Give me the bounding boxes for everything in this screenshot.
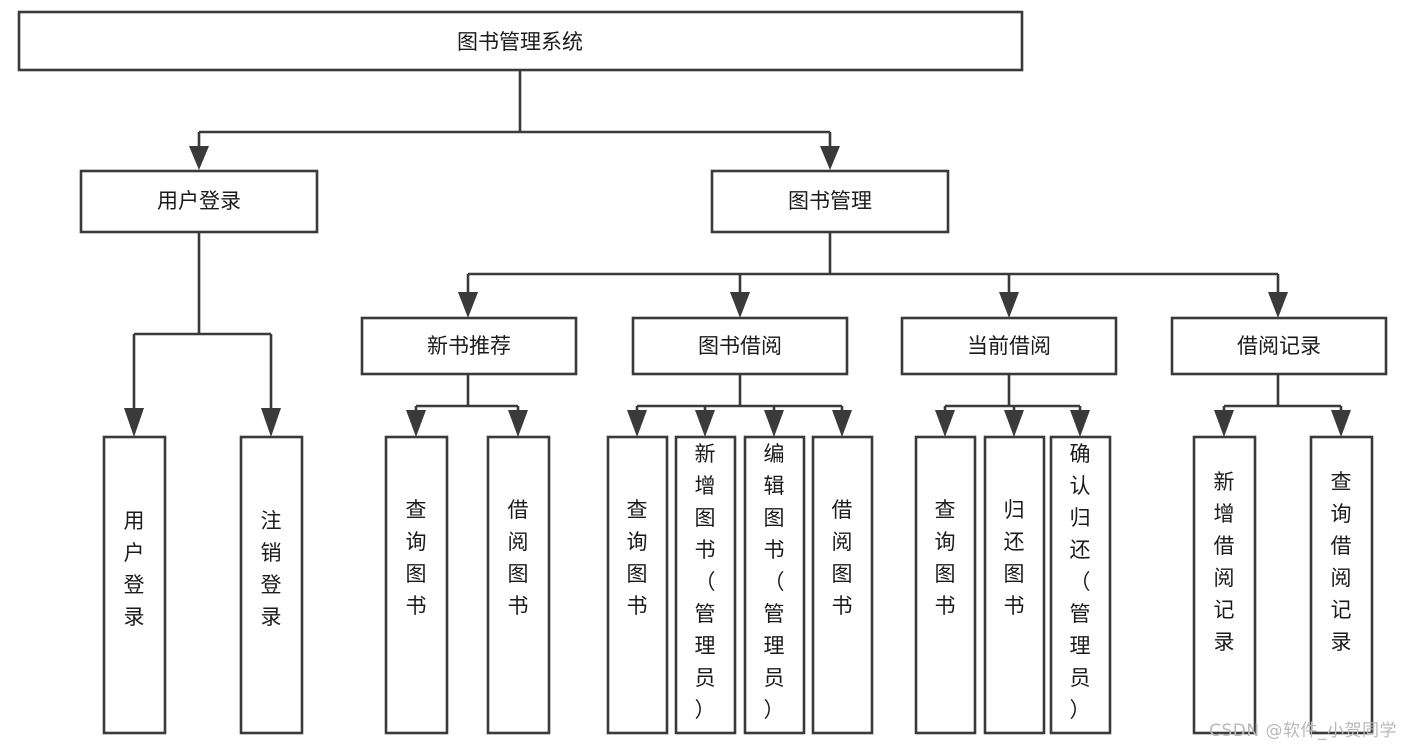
node-borrow-record-label: 借阅记录 bbox=[1237, 334, 1321, 358]
node-root-system-label: 图书管理系统 bbox=[457, 30, 583, 54]
leaf-node[interactable]: 新增图书（管理员） bbox=[674, 435, 737, 735]
node-book-management-box[interactable] bbox=[710, 169, 950, 234]
leaf-node[interactable]: 查询借阅记录 bbox=[1309, 435, 1374, 735]
arrow-head-user-login bbox=[189, 146, 209, 170]
node-new-book-recommend-box[interactable] bbox=[360, 316, 578, 376]
leaf-node[interactable]: 借阅图书 bbox=[811, 435, 874, 735]
leaf-node[interactable]: 确认归还（管理员） bbox=[1049, 435, 1112, 735]
leaf-node[interactable]: 用户登录 bbox=[102, 435, 167, 735]
leaf-br-query-box[interactable] bbox=[1309, 435, 1374, 735]
arrow-head-book-borrow bbox=[730, 292, 750, 318]
node-book-management-label: 图书管理 bbox=[788, 189, 872, 213]
arrow-head-borrow-record bbox=[1268, 292, 1288, 318]
leaf-node[interactable]: 查询图书 bbox=[384, 435, 449, 735]
arrow-head-new-book-leaf-1 bbox=[406, 410, 426, 437]
leaf-node[interactable]: 归还图书 bbox=[983, 435, 1046, 735]
leaf-bb-borrow-label: 借阅图书 bbox=[832, 498, 853, 618]
leaf-node[interactable]: 查询图书 bbox=[606, 435, 669, 735]
arrow-head-book-borrow-leaf-4 bbox=[832, 410, 852, 437]
arrow-head-new-book-leaf-2 bbox=[508, 410, 528, 437]
leaf-logout-box[interactable] bbox=[239, 435, 304, 735]
arrow-head-current-borrow-leaf-1 bbox=[935, 410, 955, 437]
connector-group-new-book bbox=[406, 374, 528, 437]
arrow-head-book-borrow-leaf-1 bbox=[627, 410, 647, 437]
arrow-head-leaf-user-login-1 bbox=[124, 408, 144, 437]
leaf-cb-confirm-label: 确认归还（管理员） bbox=[1070, 442, 1091, 722]
leaf-node[interactable]: 新增借阅记录 bbox=[1192, 435, 1257, 735]
leaf-bb-add-label: 新增图书（管理员） bbox=[695, 442, 716, 722]
connector-group-root bbox=[189, 70, 840, 170]
node-user-login-box[interactable] bbox=[79, 169, 319, 234]
leaf-br-add-label: 新增借阅记录 bbox=[1214, 470, 1235, 654]
leaf-bb-edit-box[interactable] bbox=[743, 435, 806, 735]
leaf-br-query-label: 查询借阅记录 bbox=[1331, 470, 1352, 654]
leaf-node[interactable]: 查询图书 bbox=[914, 435, 977, 735]
leaf-cb-return-box[interactable] bbox=[983, 435, 1046, 735]
connector-group-current-borrow bbox=[935, 374, 1090, 437]
node-new-book-recommend[interactable]: 新书推荐 bbox=[360, 316, 578, 376]
leaf-cb-return-label: 归还图书 bbox=[1004, 498, 1025, 618]
leaf-node[interactable]: 借阅图书 bbox=[486, 435, 551, 735]
node-borrow-record[interactable]: 借阅记录 bbox=[1170, 316, 1388, 376]
csdn-watermark: CSDN @软件_小贺同学 bbox=[1209, 721, 1397, 741]
node-user-login-label: 用户登录 bbox=[157, 189, 241, 213]
leaf-node[interactable]: 注销登录 bbox=[239, 435, 304, 735]
arrow-head-borrow-record-leaf-1 bbox=[1214, 410, 1234, 437]
arrow-head-current-borrow-leaf-3 bbox=[1070, 410, 1090, 437]
node-root-system-box[interactable] bbox=[17, 10, 1024, 72]
arrow-head-current-borrow bbox=[999, 292, 1019, 318]
leaf-user-login-label: 用户登录 bbox=[124, 509, 145, 629]
leaf-cb-query-label: 查询图书 bbox=[935, 498, 956, 618]
node-book-borrow-box[interactable] bbox=[631, 316, 849, 376]
leaf-node[interactable]: 编辑图书（管理员） bbox=[743, 435, 806, 735]
leaf-newbook-query-label: 查询图书 bbox=[406, 498, 427, 618]
leaf-cb-confirm-box[interactable] bbox=[1049, 435, 1112, 735]
arrow-head-current-borrow-leaf-2 bbox=[1004, 410, 1024, 437]
connector-group-user-login bbox=[124, 232, 281, 437]
leaf-logout-label: 注销登录 bbox=[261, 509, 282, 629]
leaf-bb-query-box[interactable] bbox=[606, 435, 669, 735]
arrow-head-leaf-user-login-2 bbox=[261, 408, 281, 437]
node-book-borrow-label: 图书借阅 bbox=[698, 334, 782, 358]
node-new-book-recommend-label: 新书推荐 bbox=[427, 334, 511, 358]
arrow-head-book-borrow-leaf-3 bbox=[764, 410, 784, 437]
node-current-borrow-label: 当前借阅 bbox=[967, 334, 1051, 358]
leaf-newbook-borrow-box[interactable] bbox=[486, 435, 551, 735]
node-current-borrow[interactable]: 当前借阅 bbox=[900, 316, 1118, 376]
leaf-newbook-query-box[interactable] bbox=[384, 435, 449, 735]
connector-group-book-mgmt bbox=[458, 232, 1288, 318]
node-book-management[interactable]: 图书管理 bbox=[710, 169, 950, 234]
leaf-bb-borrow-box[interactable] bbox=[811, 435, 874, 735]
leaf-cb-query-box[interactable] bbox=[914, 435, 977, 735]
arrow-head-new-book bbox=[458, 292, 478, 318]
node-root-system[interactable]: 图书管理系统 bbox=[17, 10, 1024, 72]
leaf-bb-query-label: 查询图书 bbox=[627, 498, 648, 618]
node-borrow-record-box[interactable] bbox=[1170, 316, 1388, 376]
node-user-login[interactable]: 用户登录 bbox=[79, 169, 319, 234]
node-current-borrow-box[interactable] bbox=[900, 316, 1118, 376]
leaf-bb-add-box[interactable] bbox=[674, 435, 737, 735]
arrow-head-book-borrow-leaf-2 bbox=[695, 410, 715, 437]
arrow-head-borrow-record-leaf-2 bbox=[1331, 410, 1351, 437]
leaf-user-login-box[interactable] bbox=[102, 435, 167, 735]
leaf-newbook-borrow-label: 借阅图书 bbox=[508, 498, 529, 618]
leaf-bb-edit-label: 编辑图书（管理员） bbox=[764, 442, 785, 722]
leaf-br-add-box[interactable] bbox=[1192, 435, 1257, 735]
connector-group-book-borrow bbox=[627, 374, 852, 437]
connector-group-borrow-record bbox=[1214, 374, 1351, 437]
node-book-borrow[interactable]: 图书借阅 bbox=[631, 316, 849, 376]
arrow-head-book-mgmt bbox=[820, 146, 840, 170]
